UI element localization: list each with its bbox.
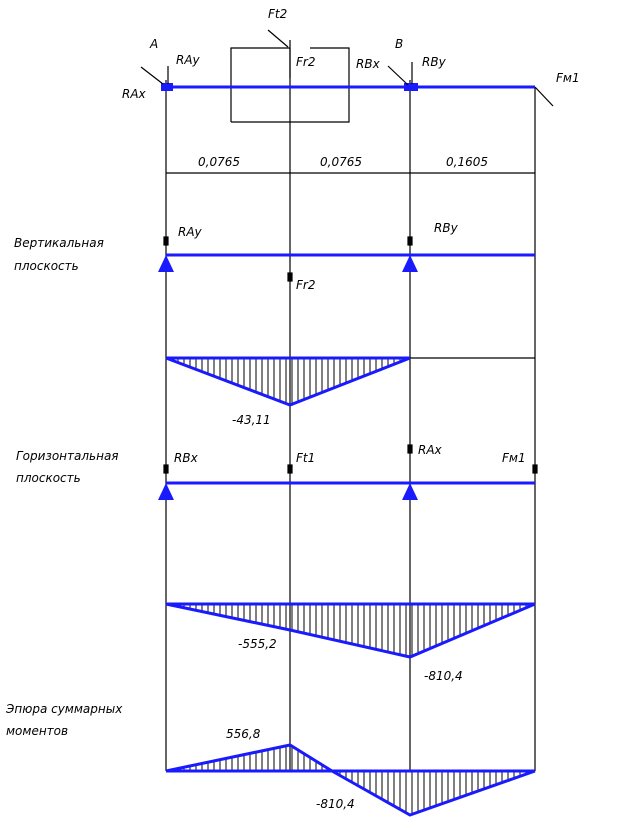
moment-value: -810,4 [424,669,463,683]
section-title: Вертикальная [14,236,104,250]
label-ft2: Ft2 [268,7,287,21]
moment-value: 556,8 [226,727,261,741]
bearing-b-icon [404,83,418,91]
support-icon [402,483,418,500]
label-rax: RAx [418,443,443,457]
moment-curve [165,743,536,817]
moment-curve [165,356,411,407]
label-rby: RBy [422,55,447,69]
label-rax: RAx [122,87,147,101]
label-fm1: Fм1 [502,451,526,465]
label-ft1: Ft1 [296,451,315,465]
label-ray: RAy [178,225,203,239]
gear-outline [230,47,350,123]
support-icon [402,255,418,272]
section-title: Эпюра суммарных [5,702,123,716]
moment-value: -43,11 [232,413,271,427]
bearing-a-icon [161,83,173,91]
section-title: Горизонтальная [16,449,119,463]
beams [166,85,535,485]
moment-curve [165,602,536,659]
moment-value: -555,2 [238,637,277,651]
supports [158,83,418,500]
label-a: A [149,37,158,51]
guide-lines [165,40,536,771]
force-arrows [140,29,554,474]
dimension-3: 0,1605 [446,155,488,169]
vertical-moment-diagram [165,356,411,407]
section-title: моментов [6,724,68,738]
label-ray: RAy [176,53,201,67]
label-fr2: Fr2 [296,55,315,69]
label-fr2: Fr2 [296,278,315,292]
moment-value: -810,4 [316,797,355,811]
horizontal-moment-diagram [165,602,536,659]
moment-diagrams [165,356,536,817]
label-b: B [395,37,403,51]
support-icon [158,255,174,272]
label-fm1: Fм1 [556,71,580,85]
label-rbx: RBx [174,451,199,465]
label-rbx: RBx [356,57,381,71]
section-title: плоскость [14,259,79,273]
section-title: плоскость [16,471,81,485]
label-rby: RBy [434,221,459,235]
support-icon [158,483,174,500]
total-moment-diagram [165,743,536,817]
dimension-2: 0,0765 [320,155,362,169]
dimension-1: 0,0765 [198,155,240,169]
